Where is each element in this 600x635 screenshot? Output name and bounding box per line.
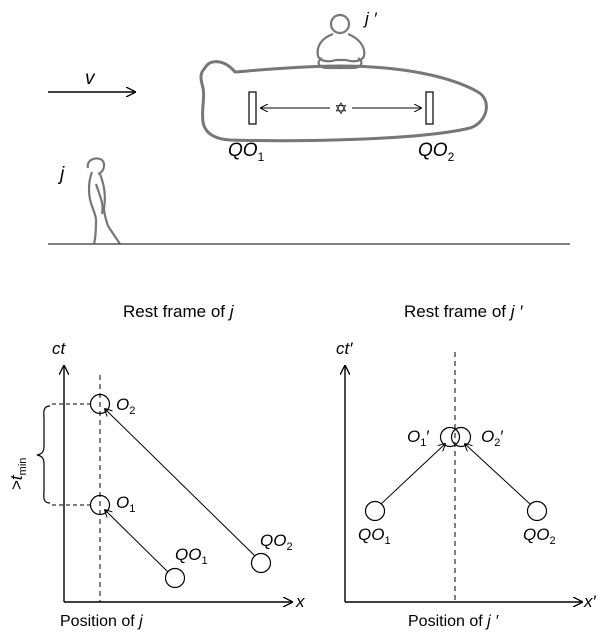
right-time-axis-label: ct′: [336, 339, 353, 358]
scene: v j ′ ✡ QO1 QO2 j: [48, 9, 570, 244]
right-event-o2: [452, 428, 471, 447]
clock-right-marker: [426, 92, 433, 124]
right-spacetime-diagram: Rest frame of j ′ ct′ x′ O1′ O2′ QO1 QO2…: [336, 302, 597, 630]
left-label-qo2: QO2: [260, 531, 293, 553]
right-label-qo2: QO2: [523, 525, 556, 547]
left-label-qo1: QO1: [175, 545, 208, 567]
right-event-o1: [441, 428, 460, 447]
ground-observer-label: j: [57, 164, 65, 185]
left-light-signal-2: [105, 409, 255, 556]
left-event-qo2: [252, 554, 271, 573]
right-event-qo1: [366, 502, 385, 521]
right-label-qo1: QO1: [358, 525, 391, 547]
right-diagram-title: Rest frame of j ′: [404, 302, 523, 321]
right-light-signal-1: [381, 444, 445, 504]
left-bottom-label: Position of j: [60, 613, 143, 630]
left-diagram-title: Rest frame of j: [123, 302, 235, 321]
right-event-qo2: [528, 502, 547, 521]
left-spacetime-diagram: Rest frame of j ct x >tmin O2 O1 QO1 QO2…: [7, 302, 305, 630]
interval-brace: [37, 406, 50, 503]
passenger-label: j ′: [363, 9, 378, 28]
left-space-axis-label: x: [295, 592, 305, 611]
right-space-axis-label: x′: [583, 592, 597, 611]
right-label-o2: O2′: [481, 427, 504, 449]
clock-right-label: QO2: [418, 140, 455, 164]
left-event-qo1: [166, 569, 185, 588]
interval-label: >tmin: [7, 458, 29, 490]
right-bottom-label: Position of j ′: [408, 613, 499, 630]
right-light-signal-2: [465, 444, 530, 504]
left-label-o2: O2: [116, 395, 135, 417]
light-source-icon: ✡: [334, 99, 347, 118]
left-light-signal-1: [105, 510, 168, 572]
right-label-o1: O1′: [407, 427, 430, 449]
ground-observer-figure: [88, 158, 120, 244]
velocity-label: v: [85, 68, 96, 89]
clock-left-marker: [249, 92, 256, 124]
left-label-o1: O1: [116, 493, 135, 515]
clock-left-label: QO1: [228, 140, 265, 164]
left-time-axis-label: ct: [52, 339, 67, 358]
passenger-figure: [318, 15, 365, 68]
